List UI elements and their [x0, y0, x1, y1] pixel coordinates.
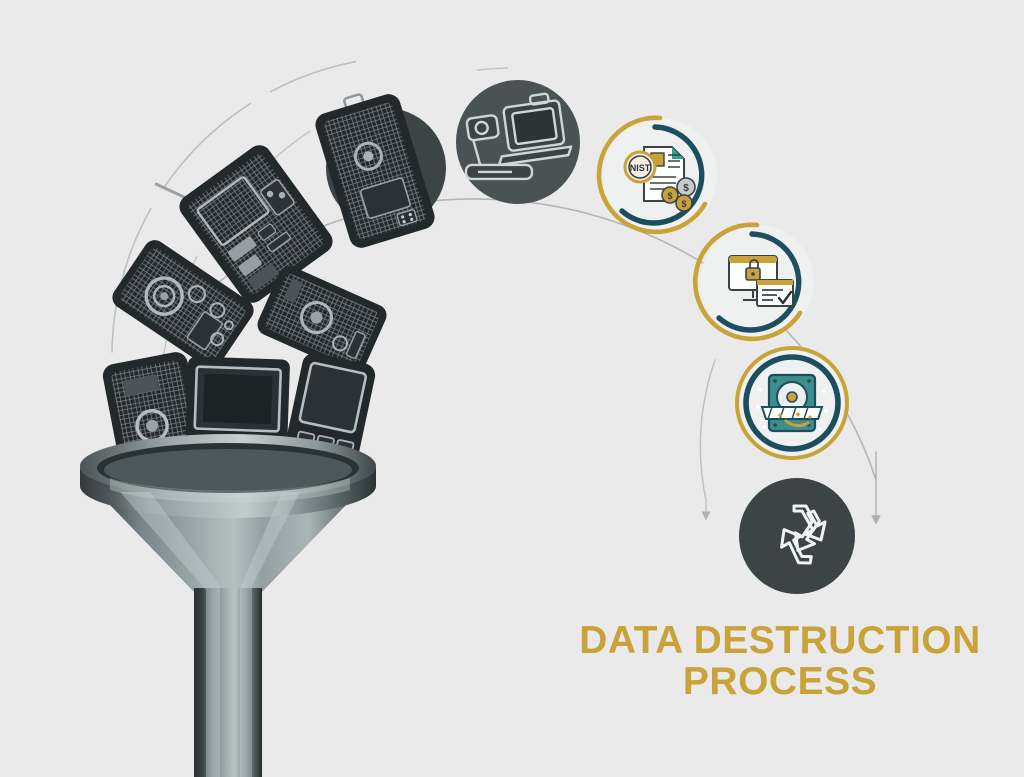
- title-line-2: PROCESS: [682, 660, 878, 704]
- laptop-electronics-icon: [464, 92, 573, 181]
- nist-badge-label: NIST: [630, 163, 651, 173]
- hard-drive-shred-icon: [755, 373, 829, 433]
- stage-recycling[interactable]: [739, 478, 855, 594]
- stage-nist-compliance[interactable]: NIST $ $ $: [596, 115, 717, 235]
- stage-3-ring-navy: [743, 354, 841, 452]
- monitor-lock-certificate-icon: [728, 255, 794, 307]
- source-circle-group: [315, 80, 580, 248]
- stage-2-ring-gold: [693, 222, 803, 342]
- funnel: [80, 434, 376, 777]
- stage-3-ring-gold: [735, 346, 849, 460]
- arc-segment-right: [699, 359, 716, 501]
- stage-1-ring-gold: [596, 115, 708, 235]
- svg-text:$: $: [681, 199, 686, 209]
- stage-1-ring-navy: [619, 124, 705, 226]
- recycle-icon: [780, 504, 827, 565]
- funnel-rim-gloss: [110, 478, 350, 503]
- svg-text:$: $: [667, 191, 672, 201]
- funnel-rim-band: [80, 466, 376, 518]
- inner-guide-arc: [111, 55, 471, 353]
- funnel-stem: [194, 588, 262, 777]
- funnel-mouth-inner-highlight: [104, 449, 352, 491]
- stage-drive-shredding[interactable]: [735, 346, 849, 460]
- funnel-highlight-right: [240, 492, 300, 777]
- device-1-circuit-phone: [112, 240, 254, 368]
- device-3-circuit-phone: [257, 266, 387, 374]
- title-line-1: DATA DESTRUCTION: [579, 619, 981, 662]
- funnel-highlight-left: [120, 492, 220, 777]
- circuit-board-tag-icon: [315, 93, 435, 248]
- nist-document-coins-icon: NIST $ $ $: [623, 146, 696, 212]
- device-2-circuit-tablet: [154, 145, 333, 303]
- page-title: DATA DESTRUCTION PROCESS: [560, 620, 1000, 703]
- svg-text:$: $: [683, 183, 689, 194]
- falling-devices: [112, 145, 387, 374]
- stage-secure-certification[interactable]: [693, 222, 814, 342]
- stage-2-ring-navy: [716, 231, 802, 333]
